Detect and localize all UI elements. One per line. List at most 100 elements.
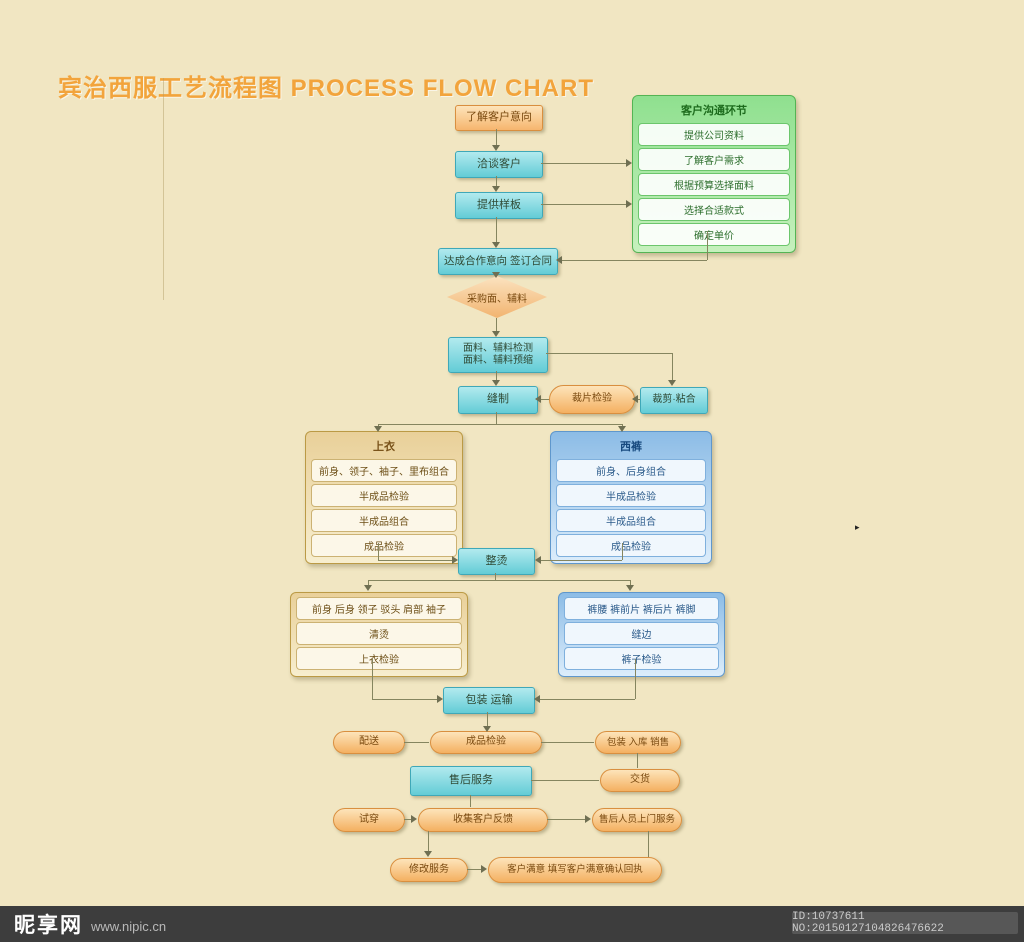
arrowhead: [534, 695, 540, 703]
piece-inspect-node: 裁片检验: [549, 385, 635, 414]
arrowhead: [492, 186, 500, 192]
connector: [404, 819, 413, 820]
connector: [546, 353, 672, 354]
trouser-finish-panel: 裤腰 裤前片 裤后片 裤脚 缝边 裤子检验: [558, 592, 725, 677]
communication-panel-row: 确定单价: [638, 223, 790, 246]
arrowhead: [492, 242, 500, 248]
connector: [541, 204, 628, 205]
handover-node: 交货: [600, 769, 680, 792]
communication-panel-row: 选择合适款式: [638, 198, 790, 221]
jacket-panel-header: 上衣: [373, 441, 395, 453]
jacket-panel-row: 前身、领子、袖子、里布组合: [311, 459, 457, 482]
jacket-panel-row: 半成品组合: [311, 509, 457, 532]
understand-intent-node: 了解客户意向: [455, 105, 543, 131]
communication-panel-row: 了解客户需求: [638, 148, 790, 171]
arrowhead: [535, 556, 541, 564]
arrowhead: [626, 200, 632, 208]
jacket-panel: 上衣 前身、领子、袖子、里布组合 半成品检验 半成品组合 成品检验: [305, 431, 463, 564]
trouser-panel-row: 前身、后身组合: [556, 459, 706, 482]
arrowhead: [585, 815, 591, 823]
purchase-materials-decision: 采购面、辅料: [447, 276, 547, 318]
connector: [496, 412, 497, 424]
connector: [538, 399, 549, 400]
connector: [496, 318, 497, 332]
connector: [630, 580, 631, 586]
connector: [378, 424, 622, 425]
negotiate-node: 洽谈客户: [455, 151, 543, 178]
connector: [672, 353, 673, 381]
cursor-mark: ▸: [855, 522, 860, 532]
arrowhead: [618, 426, 626, 432]
connector: [372, 699, 438, 700]
arrowhead: [492, 331, 500, 337]
arrowhead: [632, 395, 638, 403]
final-inspect-node: 成品检验: [430, 731, 542, 754]
connector: [378, 424, 379, 427]
connector: [635, 659, 636, 699]
communication-panel-row: 提供公司资料: [638, 123, 790, 146]
sew-node: 缝制: [458, 386, 538, 414]
fabric-inspect-label: 面料、辅料检测: [463, 342, 533, 354]
site-url: www.nipic.cn: [91, 918, 167, 934]
connector: [378, 543, 379, 560]
trouser-panel-row: 半成品检验: [556, 484, 706, 507]
connector: [495, 573, 496, 580]
trouser-panel-header: 西裤: [620, 441, 642, 453]
arrowhead: [452, 556, 458, 564]
connector: [496, 176, 497, 187]
trouser-finish-row: 裤腰 裤前片 裤后片 裤脚: [564, 597, 719, 620]
trouser-panel-row: 半成品组合: [556, 509, 706, 532]
contract-node: 达成合作意向 签订合同: [438, 248, 558, 275]
connector: [637, 753, 638, 768]
arrowhead: [481, 865, 487, 873]
arrowhead: [374, 426, 382, 432]
try-on-node: 试穿: [333, 808, 405, 832]
connector: [496, 371, 497, 381]
connector: [547, 819, 586, 820]
communication-panel-header: 客户沟通环节: [681, 105, 747, 117]
connector: [404, 742, 429, 743]
after-sales-node: 售后服务: [410, 766, 532, 796]
fabric-inspect-node: 面料、辅料检测 面料、辅料预缩: [448, 337, 548, 373]
connector: [428, 831, 429, 852]
connector: [707, 231, 708, 260]
collect-feedback-node: 收集客户反馈: [418, 808, 548, 832]
arrowhead: [411, 815, 417, 823]
trouser-panel-row: 成品检验: [556, 534, 706, 557]
trouser-panel: 西裤 前身、后身组合 半成品检验 半成品组合 成品检验: [550, 431, 712, 564]
connector: [467, 869, 484, 870]
connector: [496, 129, 497, 146]
jacket-finish-row: 清烫: [296, 622, 462, 645]
home-service-node: 售后人员上门服务: [592, 808, 682, 832]
jacket-finish-panel: 前身 后身 领子 驳头 肩部 袖子 清烫 上衣检验: [290, 592, 468, 677]
connector: [541, 163, 628, 164]
arrowhead: [424, 851, 432, 857]
arrowhead: [626, 159, 632, 167]
purchase-materials-label: 采购面、辅料: [467, 293, 527, 305]
arrowhead: [556, 256, 562, 264]
site-logo: 昵享网: [14, 914, 83, 937]
connector: [368, 580, 630, 581]
connector: [560, 260, 707, 261]
connector: [541, 742, 594, 743]
arrowhead: [492, 272, 500, 278]
arrowhead: [492, 380, 500, 386]
connector: [539, 560, 622, 561]
pack-ship-node: 包装 运输: [443, 687, 535, 714]
press-node: 整烫: [458, 548, 535, 575]
page-title: 宾治西服工艺流程图 PROCESS FLOW CHART: [58, 75, 594, 102]
cut-fuse-node: 裁剪·粘合: [640, 387, 708, 414]
communication-panel: 客户沟通环节 提供公司资料 了解客户需求 根据预算选择面料 选择合适款式 确定单…: [632, 95, 796, 253]
connector: [648, 831, 649, 857]
connector: [487, 712, 488, 727]
connector: [368, 580, 369, 586]
jacket-finish-row: 上衣检验: [296, 647, 462, 670]
connector: [531, 780, 599, 781]
decorative-line: [163, 78, 164, 300]
arrowhead: [535, 395, 541, 403]
connector: [537, 699, 635, 700]
fabric-preshrink-label: 面料、辅料预缩: [463, 355, 533, 366]
jacket-panel-row: 成品检验: [311, 534, 457, 557]
connector: [622, 543, 623, 560]
